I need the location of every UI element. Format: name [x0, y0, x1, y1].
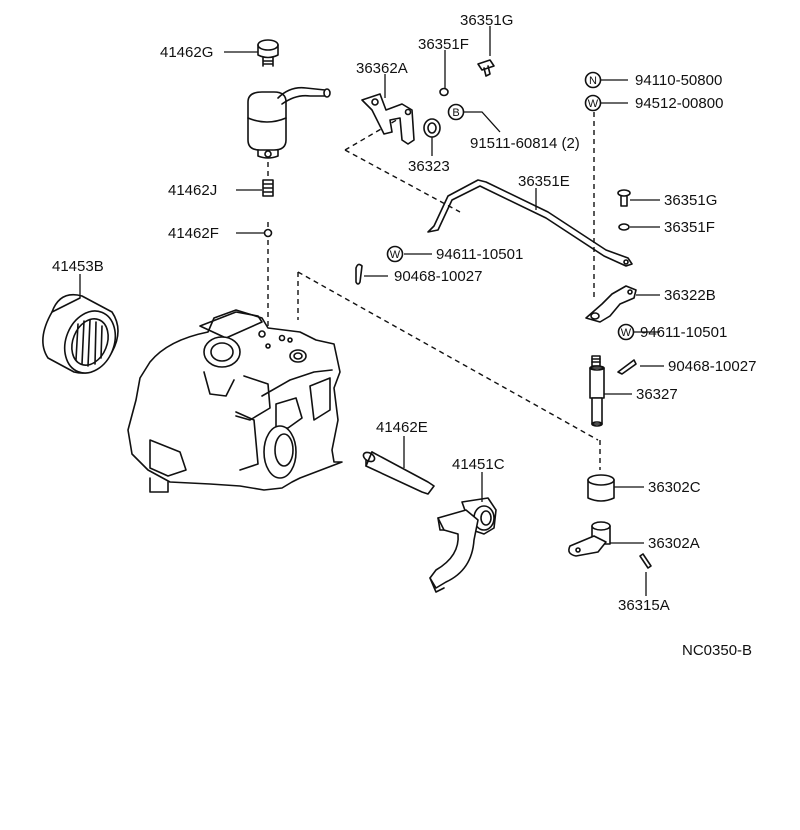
shaft-36327	[589, 355, 605, 427]
label-36362A: 36362A	[356, 60, 408, 77]
bolt-symbol-icon: B	[447, 103, 465, 121]
label-36351F: 36351F	[664, 219, 715, 236]
svg-text:B: B	[452, 107, 459, 119]
assembly-line-housing-rail	[297, 271, 599, 441]
spring-41462J	[262, 179, 274, 197]
assembly-line-lever-shaft	[593, 112, 601, 470]
svg-text:W: W	[390, 249, 401, 261]
part-labels: 41462G 41462J 41462F 41453B 36351G 36351…	[52, 12, 756, 659]
bushing-36323	[423, 118, 441, 138]
washer-symbol-icon: W	[584, 94, 602, 112]
needle-bearing-41453B	[42, 293, 119, 374]
label-41462G: 41462G	[160, 44, 213, 61]
label-41462F: 41462F	[168, 225, 219, 242]
label-94110: 94110-50800	[635, 72, 722, 89]
shift-fork-41451C	[429, 497, 497, 593]
label-94611: 94611-10501	[436, 246, 523, 263]
transmission-case	[127, 309, 343, 493]
clip-90468-right	[617, 359, 637, 375]
label-94611: 94611-10501	[640, 324, 727, 341]
svg-text:W: W	[621, 327, 632, 339]
label-36302C: 36302C	[648, 479, 701, 496]
selector-36302A	[568, 521, 611, 557]
washer-symbol-icon: W	[386, 245, 404, 263]
nut-36351F-top	[439, 87, 449, 97]
label-36351G: 36351G	[460, 12, 513, 29]
label-36322B: 36322B	[664, 287, 716, 304]
washer-symbol-icon: W	[617, 323, 635, 341]
label-41462J: 41462J	[168, 182, 217, 199]
lever-36322B	[585, 285, 637, 323]
label-94512: 94512-00800	[635, 95, 723, 112]
bracket-36362A	[361, 93, 415, 145]
label-36315A: 36315A	[618, 597, 670, 614]
pin-36315A	[639, 553, 652, 569]
label-36351E: 36351E	[518, 173, 570, 190]
label-41451C: 41451C	[452, 456, 505, 473]
label-36351F: 36351F	[418, 36, 469, 53]
bushing-36302C	[587, 474, 615, 502]
label-41462E: 41462E	[376, 419, 428, 436]
bolt-36351G-mid	[617, 189, 631, 207]
label-36323: 36323	[408, 158, 450, 175]
shift-rod-36351E	[427, 179, 633, 267]
label-36327: 36327	[636, 386, 678, 403]
label-90468: 90468-10027	[668, 358, 756, 375]
leader-lines	[79, 26, 664, 596]
nut-36351F-mid	[618, 223, 630, 231]
label-91511: 91511-60814 (2)	[470, 135, 580, 152]
nut-symbol-icon: N	[584, 71, 602, 89]
reference-code: NC0350-B	[682, 642, 752, 659]
shift-rail-41462E	[362, 451, 435, 495]
plug-41462G	[257, 39, 279, 67]
label-36302A: 36302A	[648, 535, 700, 552]
label-36351G: 36351G	[664, 192, 717, 209]
svg-text:N: N	[589, 75, 597, 87]
svg-text:W: W	[588, 98, 599, 110]
label-90468: 90468-10027	[394, 268, 482, 285]
label-41453B: 41453B	[52, 258, 104, 275]
clip-90468-left	[355, 263, 363, 285]
assembly-line-bracket	[344, 117, 461, 213]
ball-41462F	[263, 228, 273, 238]
bolt-36351G-top	[477, 59, 495, 77]
switch-assembly	[247, 86, 331, 159]
